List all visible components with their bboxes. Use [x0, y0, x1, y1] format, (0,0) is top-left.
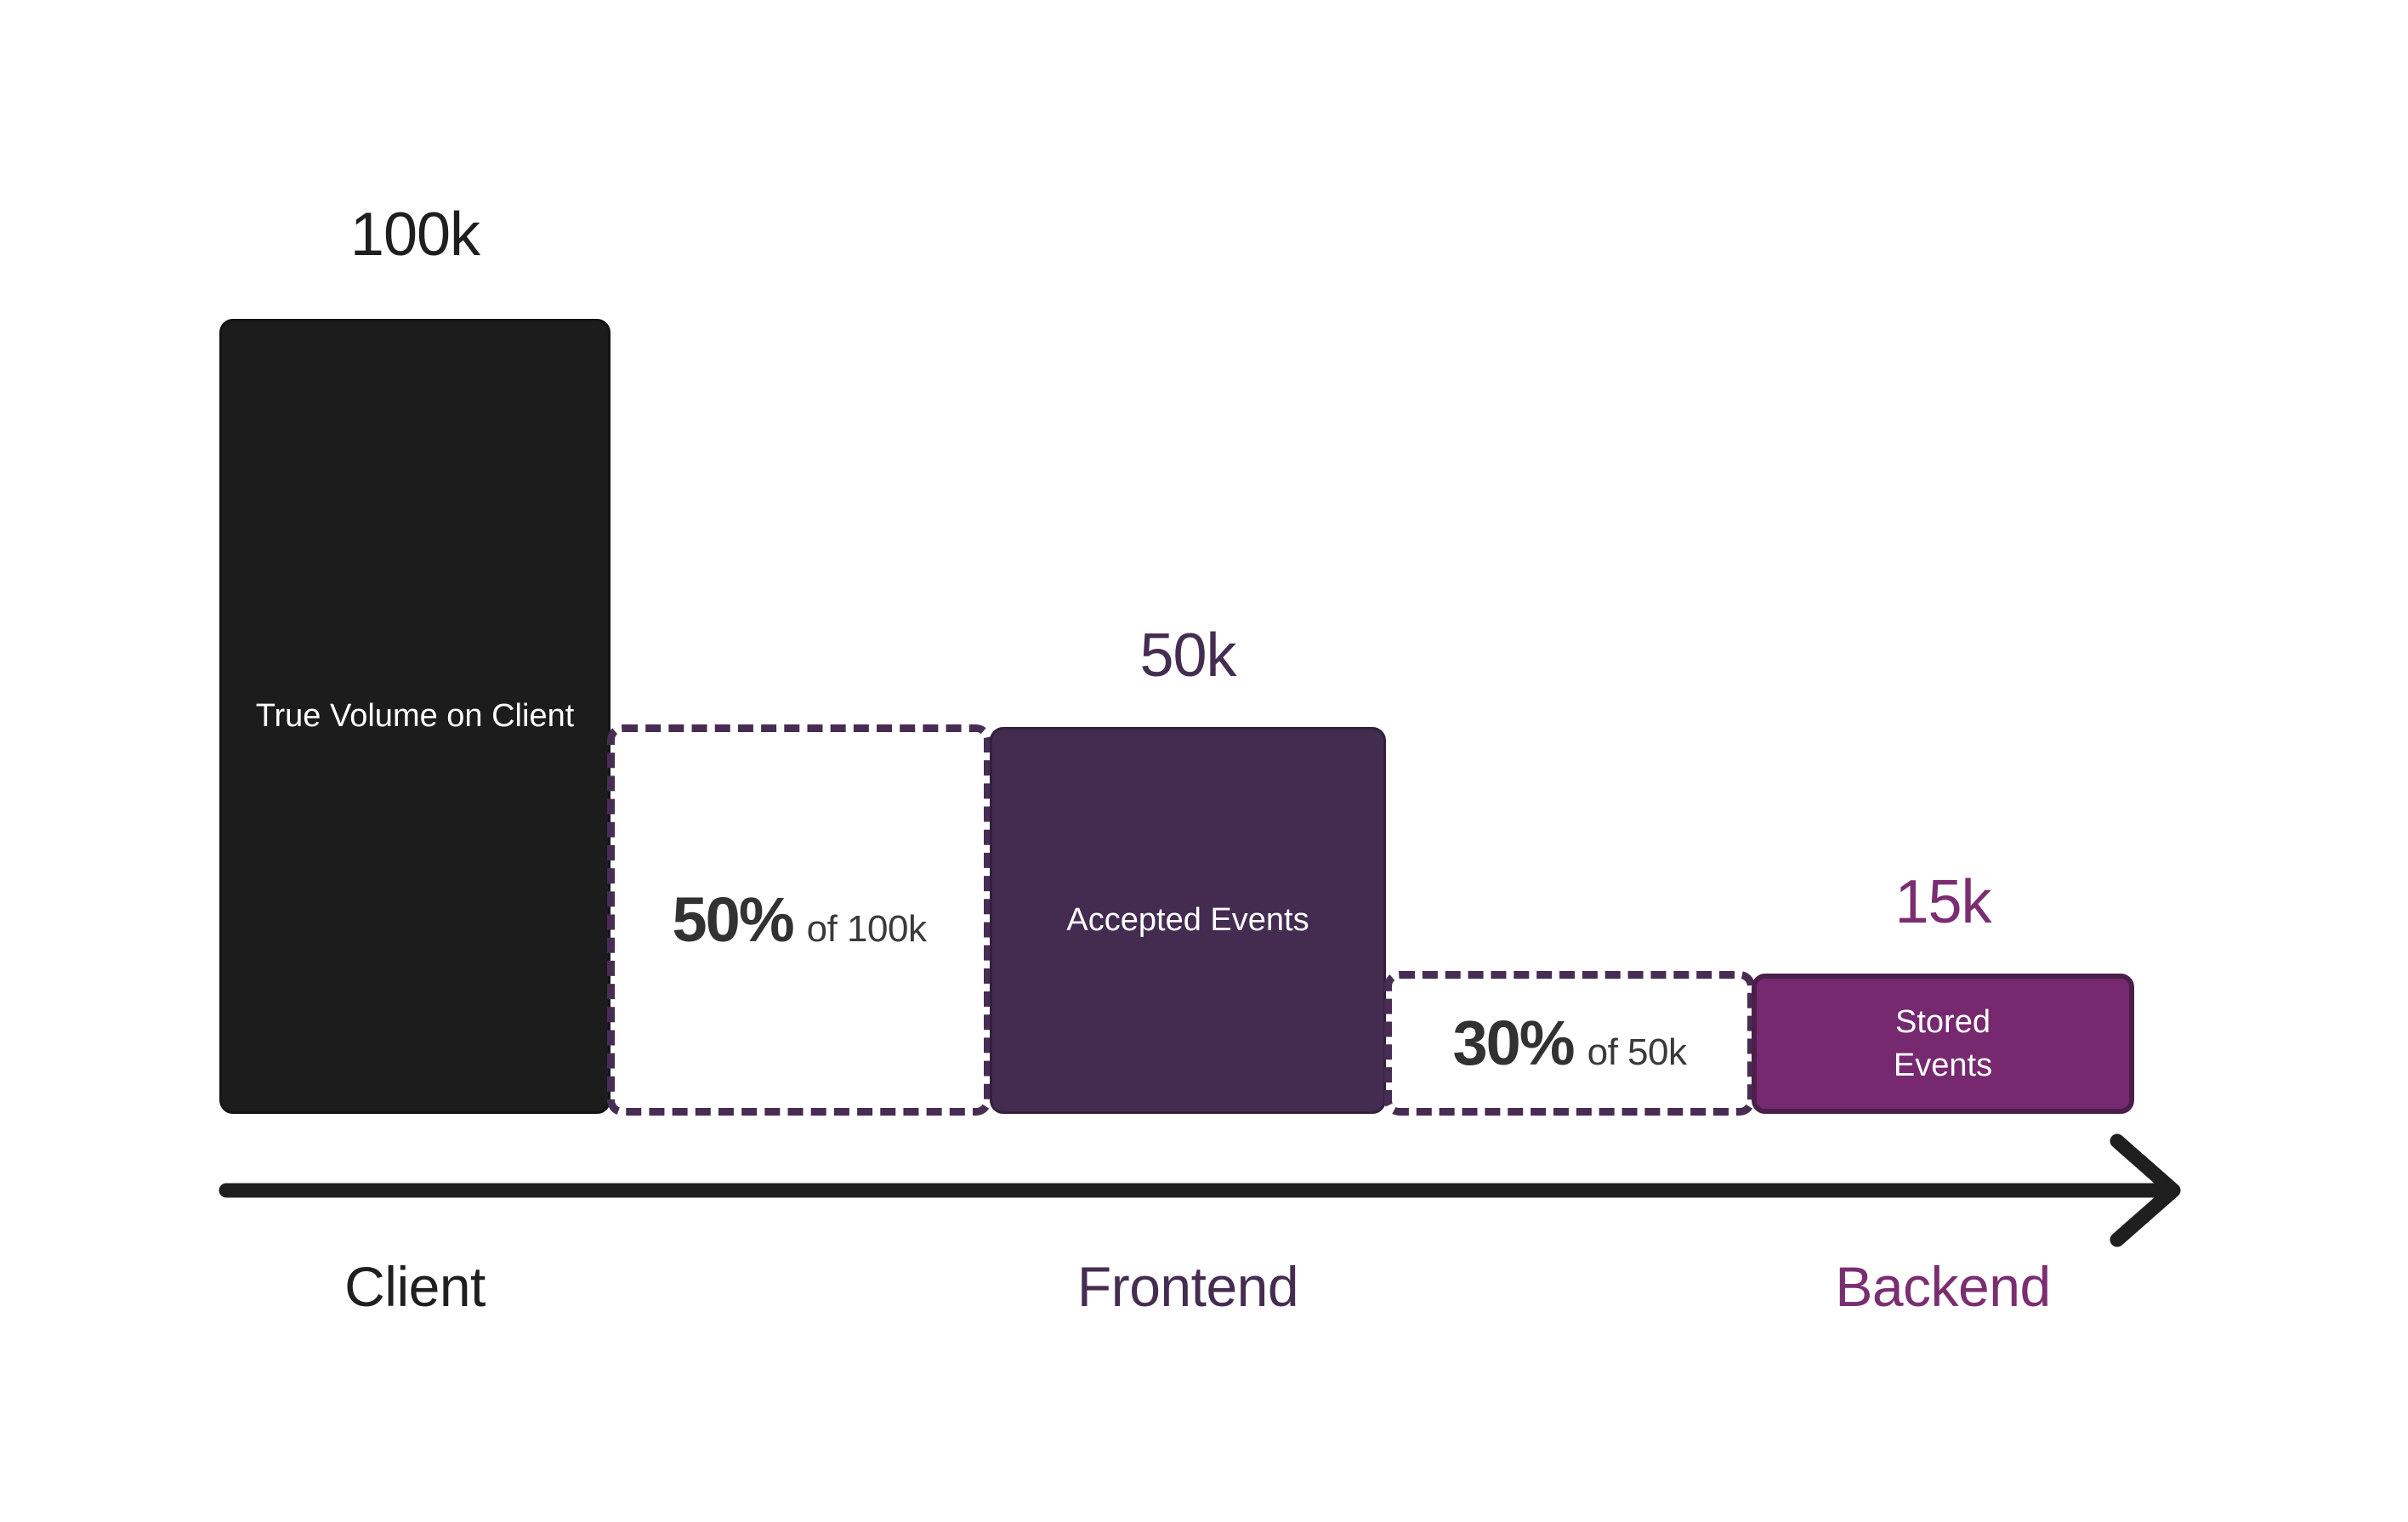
bar-label-backend: Stored Events [1893, 1004, 1993, 1083]
value-label-client: 100k [349, 201, 480, 269]
dropoff-text-group-1: 50% of 100k [673, 889, 927, 951]
bar-label-frontend: Accepted Events [1066, 902, 1309, 939]
dropoff-base-1: of 100k [806, 908, 927, 950]
stage-caption-client: Client [344, 1255, 486, 1318]
bar-backend[interactable]: Stored Events [1752, 974, 2134, 1114]
value-label-backend: 15k [1894, 868, 1991, 936]
axis-arrowhead-icon [2110, 1133, 2181, 1247]
dropoff-box-frontend-to-backend: 30% of 50k [1384, 971, 1755, 1116]
dropoff-text-group-2: 30% of 50k [1453, 1012, 1687, 1075]
dropoff-box-client-to-frontend: 50% of 100k [607, 724, 991, 1116]
dropoff-percent-1: 50% [672, 884, 795, 955]
bar-frontend[interactable]: Accepted Events [990, 727, 1386, 1114]
dropoff-base-2: of 50k [1587, 1031, 1687, 1073]
dropoff-percent-2: 30% [1452, 1008, 1576, 1078]
stage-caption-backend: Backend [1835, 1255, 2051, 1318]
bar-client[interactable]: True Volume on Client [219, 319, 611, 1114]
value-label-frontend: 50k [1139, 622, 1236, 690]
stage-caption-frontend: Frontend [1076, 1255, 1299, 1318]
bar-label-client: True Volume on Client [255, 698, 575, 735]
